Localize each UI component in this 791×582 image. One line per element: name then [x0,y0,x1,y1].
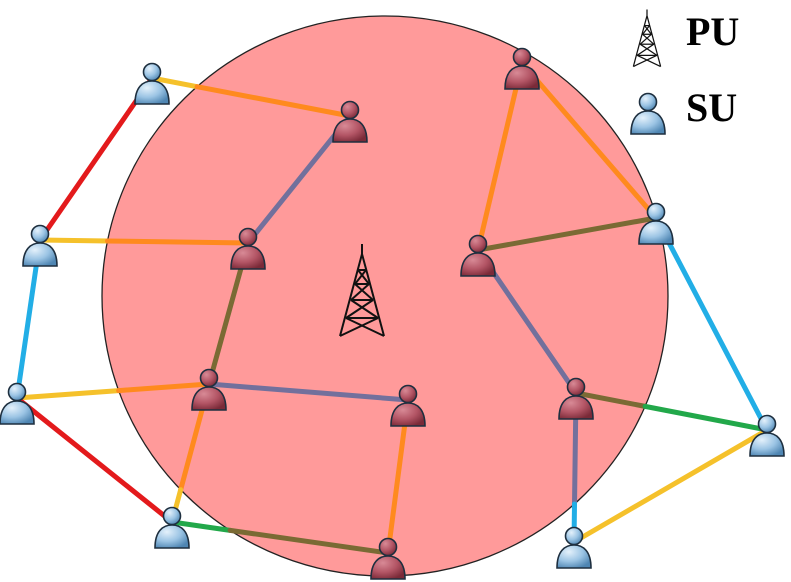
link-line [573,390,648,409]
link-line [37,237,111,244]
link-line [475,215,659,253]
link-line [105,238,251,246]
link-line [519,60,659,221]
su-user-icon [0,382,35,425]
legend-pu-tower-icon [632,8,662,68]
legend-su-label: SU [686,85,738,130]
link-line [227,527,391,556]
legend-su-icon [630,92,666,135]
link-line [14,388,122,401]
su-user-icon [134,62,170,105]
link-line [37,75,155,243]
link-line [194,84,353,119]
links-layer [14,60,770,556]
link-line [642,403,770,433]
link-line [475,60,525,253]
link-line [571,427,770,545]
link-line [169,519,233,533]
link-line [14,395,175,525]
su-user-icon [22,224,58,267]
link-line [116,381,212,394]
legend-pu-label: PU [686,9,740,54]
link-line [149,75,200,90]
link-line [206,381,411,403]
pu-coverage-area [101,15,669,577]
link-line [653,215,770,433]
